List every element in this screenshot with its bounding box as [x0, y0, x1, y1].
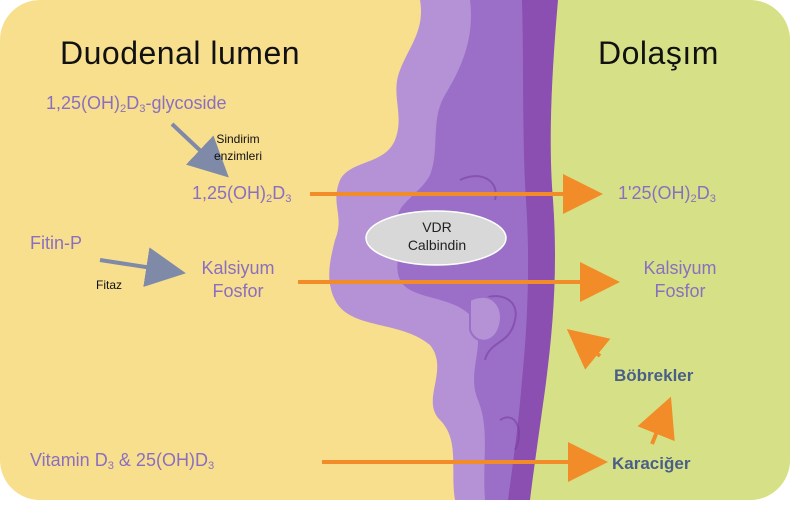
vdr-calbindin-text: VDR Calbindin — [382, 218, 492, 254]
tissue-lobe-lower — [470, 297, 501, 341]
glycoside-label: 1,25(OH)2D3-glycoside — [46, 93, 227, 115]
dihydroxy-right-label: 1'25(OH)2D3 — [618, 183, 716, 205]
phytase-label: Fitaz — [96, 278, 122, 292]
circulation-background — [520, 0, 790, 500]
dihydroxy-left-label: 1,25(OH)2D3 — [192, 183, 291, 205]
title-circulation: Dolaşım — [598, 35, 719, 72]
calbindin-label: Calbindin — [382, 236, 492, 254]
vdr-label: VDR — [382, 218, 492, 236]
phytin-label: Fitin-P — [30, 233, 82, 254]
vitamin-d-label: Vitamin D3 & 25(OH)D3 — [30, 450, 214, 472]
title-duodenal-lumen: Duodenal lumen — [60, 35, 300, 72]
enzymes-label: Sindirim enzimleri — [214, 131, 262, 165]
liver-label: Karaciğer — [612, 454, 690, 474]
kidneys-label: Böbrekler — [614, 366, 693, 386]
calcium-phosphorus-left-label: Kalsiyum Fosfor — [186, 257, 290, 303]
calcium-phosphorus-right-label: Kalsiyum Fosfor — [628, 257, 732, 303]
